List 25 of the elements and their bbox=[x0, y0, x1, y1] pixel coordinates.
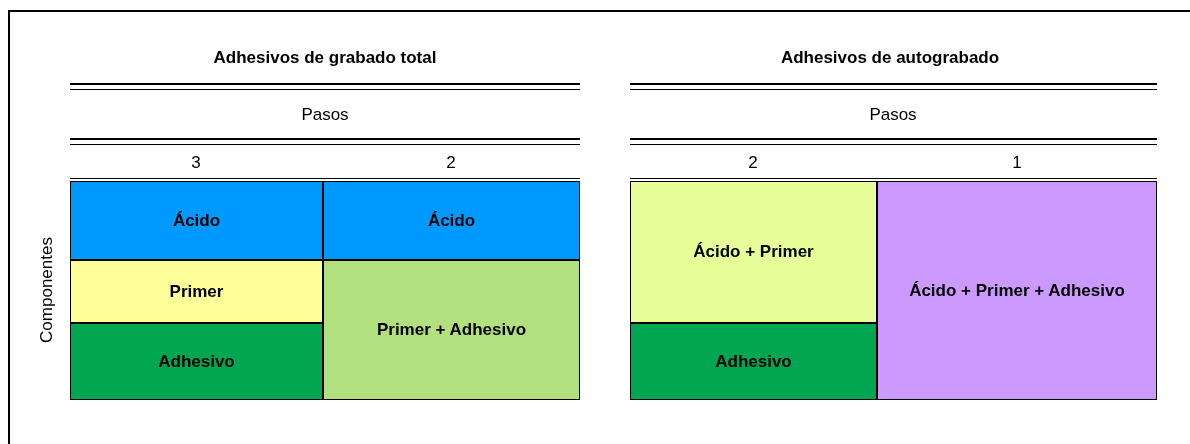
primer-adhesive-cell bbox=[323, 260, 580, 400]
step-count: 1 bbox=[1012, 153, 1022, 173]
row-header: Componentes bbox=[37, 237, 57, 343]
cell-text: Ácido + Primer + Adhesivo bbox=[909, 280, 1125, 301]
cell-text: Ácido bbox=[427, 210, 476, 231]
step-count: 2 bbox=[748, 153, 758, 173]
adhesive-cell bbox=[630, 323, 877, 400]
cell-text: Ácido + Primer bbox=[693, 242, 814, 262]
cell-text: Adhesivo bbox=[158, 351, 235, 372]
column-header: Pasos bbox=[301, 105, 349, 125]
acid-primer-adhesive-cell bbox=[877, 181, 1157, 400]
cell-text: Adhesivo bbox=[715, 351, 792, 372]
cell-text: Primer + Adhesivo bbox=[376, 320, 527, 340]
acid-cell bbox=[323, 181, 580, 260]
cell-text: Ácido bbox=[172, 210, 221, 231]
primer-cell bbox=[70, 260, 323, 323]
step-count: 3 bbox=[191, 153, 201, 173]
table-title: Adhesivos de grabado total bbox=[213, 48, 437, 68]
column-header: Pasos bbox=[869, 105, 917, 125]
acid-primer-cell bbox=[630, 181, 877, 323]
acid-cell bbox=[70, 181, 323, 260]
step-count: 2 bbox=[446, 153, 456, 173]
table-title: Adhesivos de autograbado bbox=[780, 48, 1000, 68]
cell-text: Primer bbox=[169, 281, 224, 302]
adhesive-cell bbox=[70, 323, 323, 400]
